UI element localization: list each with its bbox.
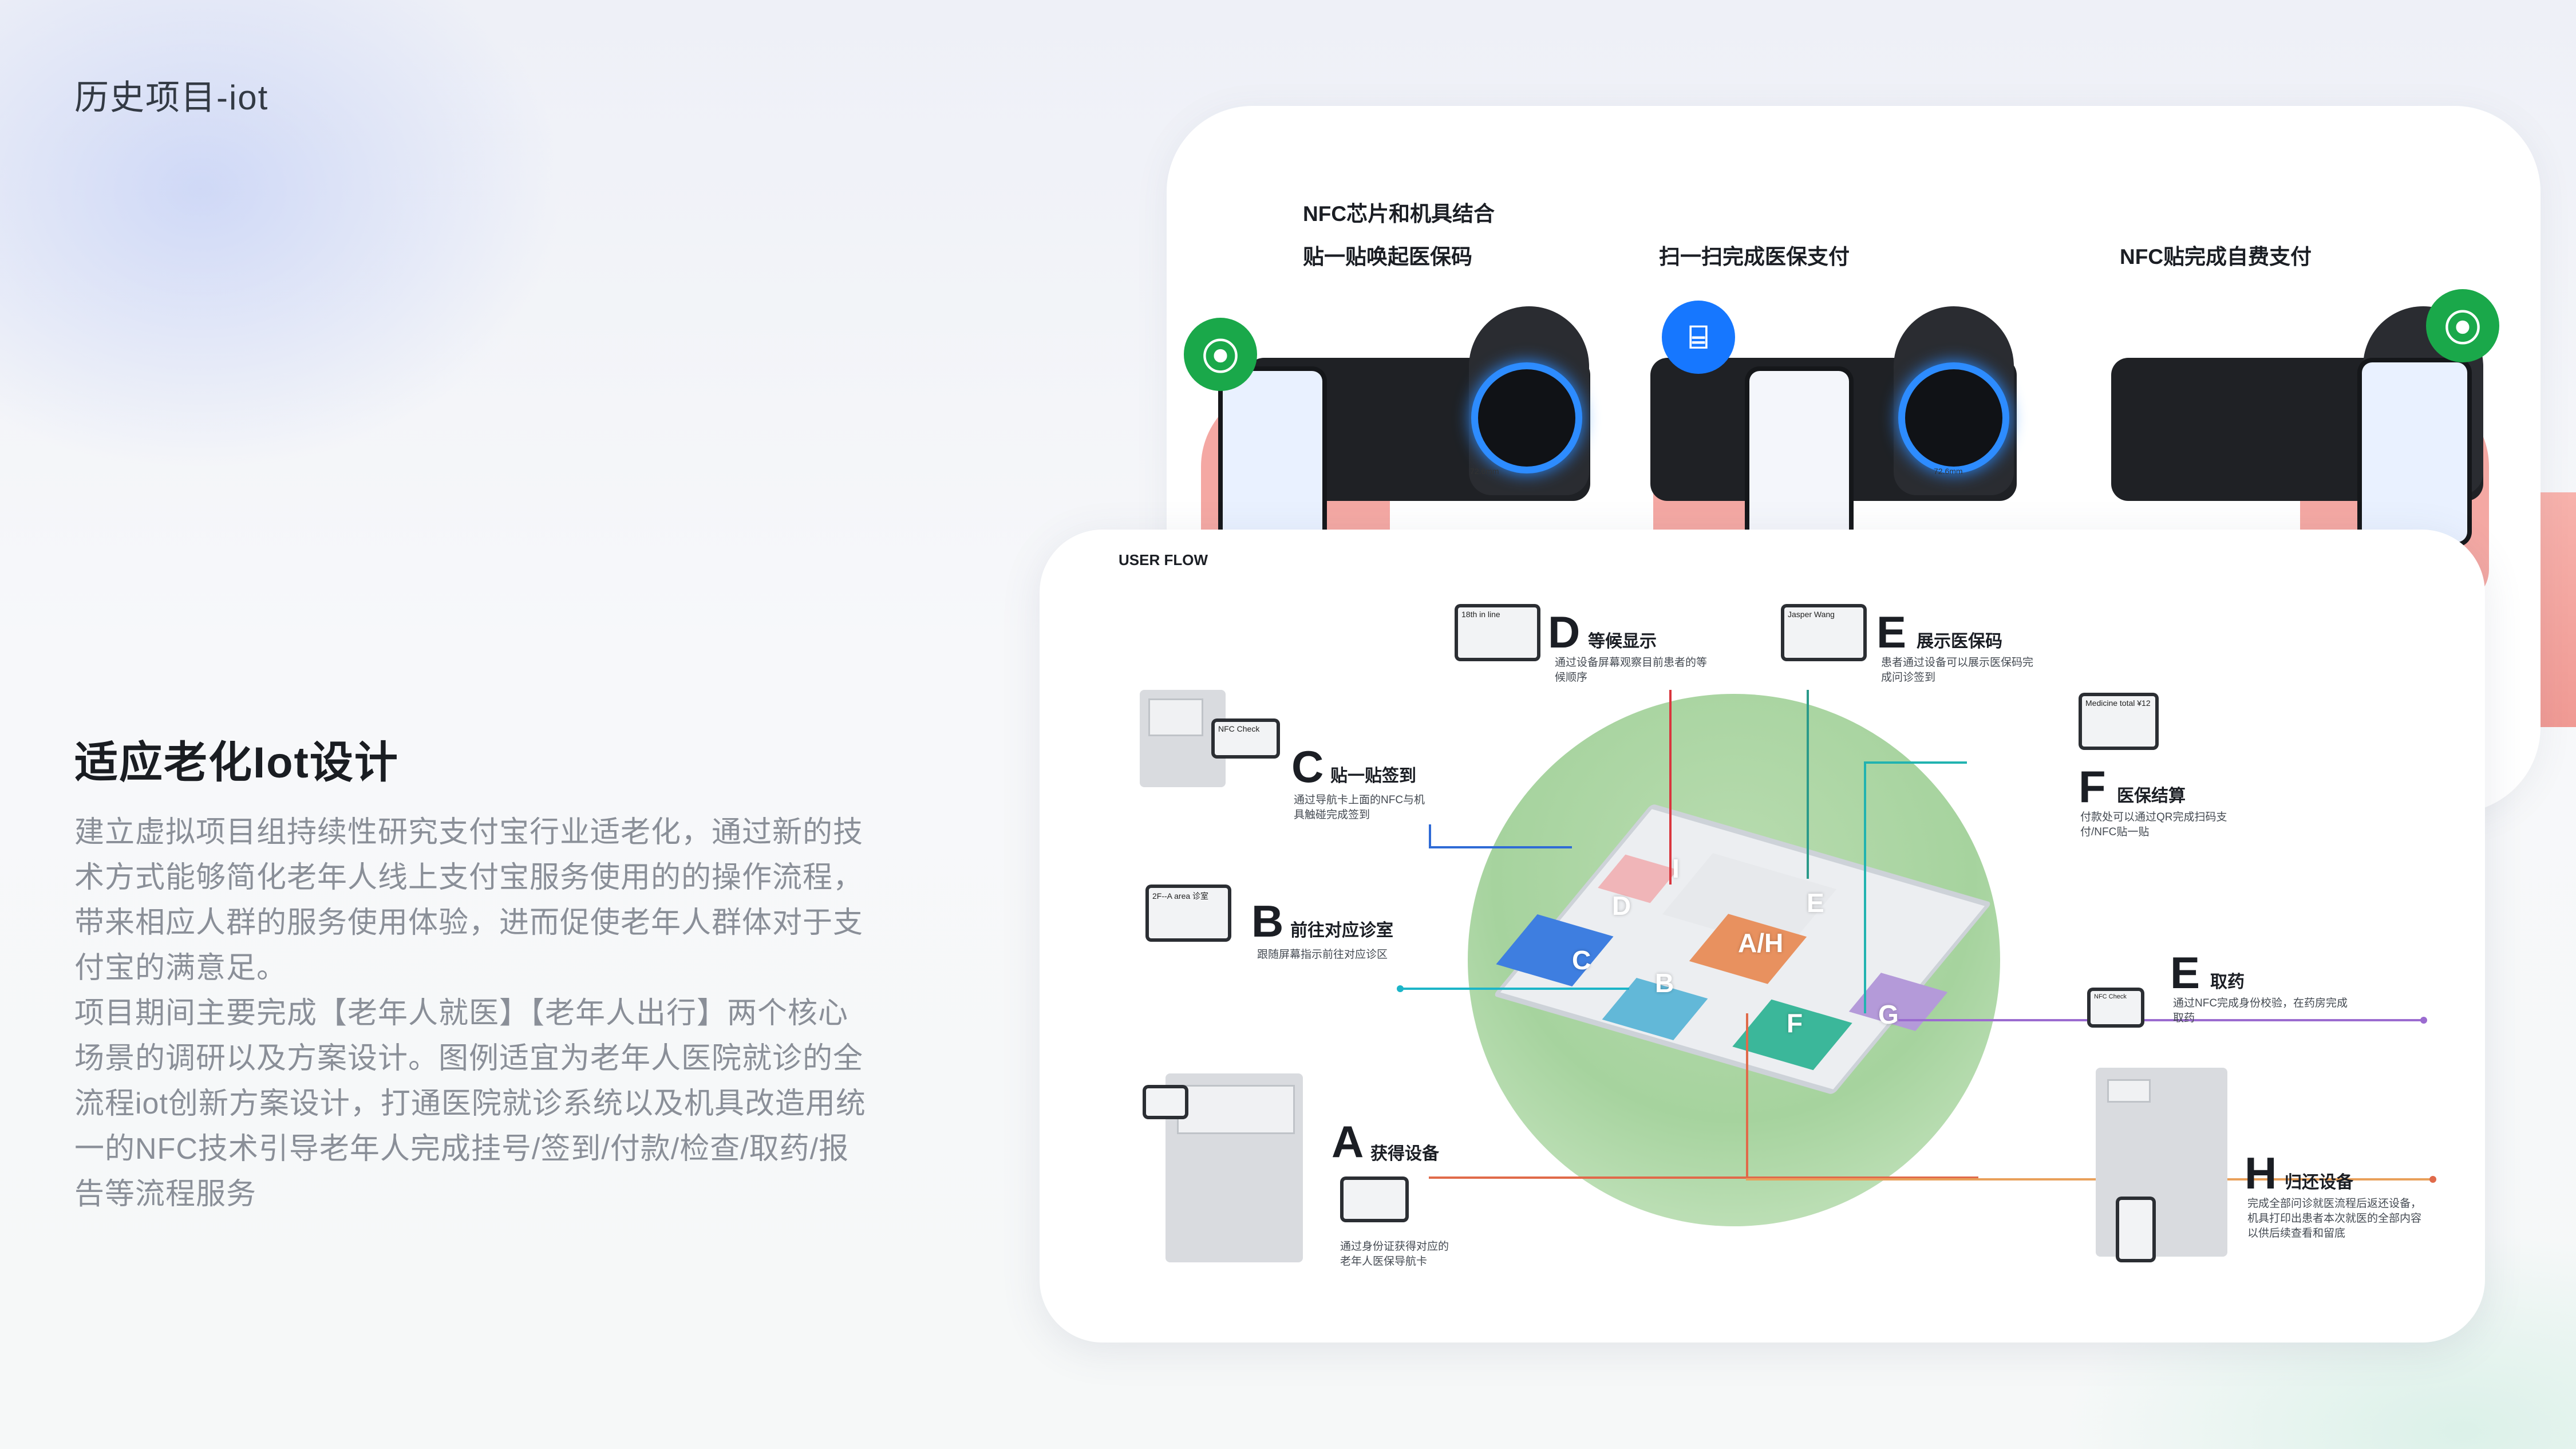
- step-d-title: 等候显示: [1588, 632, 1657, 651]
- step-b-description: 跟随屏幕指示前往对应诊区: [1257, 949, 1388, 961]
- step-c-title: 贴一贴签到: [1330, 767, 1416, 785]
- zone-label-f: F: [1787, 1008, 1803, 1038]
- step-c-description: 通过导航卡上面的NFC与机具触碰完成签到: [1294, 794, 1425, 821]
- step-e2-letter: E: [2170, 947, 2200, 998]
- step-a-letter: A: [1332, 1116, 1364, 1167]
- device-1-nfc-reader: [1471, 362, 1582, 473]
- step-f-description: 付款处可以通过QR完成扫码支付/NFC贴一贴: [2080, 811, 2227, 838]
- description-paragraph-1: 建立虚拟项目组持续性研究支付宝行业适老化，通过新的技术方式能够简化老年人线上支付…: [74, 816, 864, 985]
- device-2-nfc-reader: [1898, 362, 2009, 473]
- step-b-letter: B: [1251, 896, 1284, 946]
- dimension-label-2: 72.6mm: [1934, 467, 1963, 476]
- caption-3-line-2: NFC贴完成自费支付: [2120, 245, 2312, 269]
- connector-line-a-vertical: [1746, 1013, 1748, 1179]
- screen-device-e2: NFC Check: [2087, 988, 2144, 1028]
- screen-device-b: 2F--A area 诊室: [1145, 885, 1231, 942]
- zone-label-i: I: [1672, 854, 1680, 883]
- connector-line-d: [1669, 690, 1672, 885]
- connector-line-a: [1429, 1176, 1978, 1179]
- step-a-title: 获得设备: [1370, 1144, 1439, 1163]
- phone-3: [2357, 358, 2472, 547]
- caption-2-line-2: 扫一扫完成医保支付: [1659, 245, 1850, 269]
- zone-label-e: E: [1807, 888, 1824, 918]
- step-e-letter: E: [1876, 607, 1907, 657]
- connector-dot-g: [2420, 1017, 2427, 1024]
- step-c-letter: C: [1291, 741, 1324, 792]
- step-e2-title: 取药: [2210, 973, 2245, 992]
- kiosk-c: [1140, 690, 1226, 787]
- connector-line-f: [1864, 761, 1967, 764]
- step-h-title: 归还设备: [2285, 1173, 2353, 1192]
- section-title: 适应老化Iot设计: [74, 739, 399, 787]
- phone-1: [1218, 366, 1327, 550]
- screen-device-e: Jasper Wang: [1781, 604, 1867, 661]
- connector-line-c: [1429, 846, 1572, 848]
- screen-d-label: 18th in line: [1461, 610, 1500, 619]
- page-header-label: 历史项目-iot: [74, 78, 269, 117]
- scan-icon: ⌸: [1662, 301, 1735, 374]
- connector-line-c-v: [1429, 824, 1431, 847]
- description-paragraph-2: 项目期间主要完成【老年人就医】【老年人出行】两个核心场景的调研以及方案设计。图例…: [74, 997, 866, 1211]
- connector-line-f-v: [1864, 761, 1866, 1013]
- zone-label-d: D: [1612, 891, 1631, 921]
- connector-dot-h: [2429, 1176, 2436, 1183]
- screen-device-f: Medicine total ¥12: [2079, 693, 2159, 750]
- screen-f-label: Medicine total ¥12: [2085, 698, 2151, 708]
- nfc-icon-2: ⦿: [2426, 289, 2499, 362]
- screen-b-label: 2F--A area 诊室: [1152, 891, 1209, 901]
- zone-label-b: B: [1655, 968, 1674, 998]
- step-d-letter: D: [1548, 607, 1581, 657]
- kiosk-h: [2096, 1068, 2227, 1257]
- step-h-letter: H: [2245, 1148, 2277, 1198]
- screen-e-label: Jasper Wang: [1788, 610, 1835, 619]
- nfc-icon: ⦿: [1184, 318, 1257, 391]
- connector-line-g: [1898, 1019, 2425, 1021]
- step-f-letter: F: [2079, 761, 2106, 812]
- step-f-title: 医保结算: [2117, 787, 2186, 806]
- screen-device-d: 18th in line: [1455, 604, 1540, 661]
- return-card-h: [2116, 1197, 2156, 1262]
- screen-c-label: NFC Check: [1218, 724, 1260, 733]
- step-e-description: 患者通过设备可以展示医保码完成问诊签到: [1881, 657, 2034, 684]
- caption-1-line-2: 贴一贴唤起医保码: [1303, 245, 1472, 269]
- step-e-title: 展示医保码: [1917, 632, 2002, 651]
- connector-line-e: [1807, 690, 1809, 879]
- connector-line-h: [1746, 1178, 2433, 1180]
- caption-1-line-1: NFC芯片和机具结合: [1303, 202, 1495, 226]
- step-e2-description: 通过NFC完成身份校验，在药房完成取药: [2173, 997, 2348, 1024]
- step-h-description: 完成全部问诊就医流程后返还设备，机具打印出患者本次就医的全部内容以供后续查看和留…: [2247, 1198, 2422, 1239]
- zone-label-c: C: [1572, 945, 1591, 975]
- section-description: 建立虚拟项目组持续性研究支付宝行业适老化，通过新的技术方式能够简化老年人线上支付…: [74, 810, 876, 1217]
- step-b-title: 前往对应诊室: [1290, 921, 1393, 940]
- connector-line-b: [1400, 988, 1629, 990]
- card-device-a: [1143, 1085, 1188, 1119]
- dimension-label-1: 72.6mm: [1470, 467, 1499, 476]
- screen-device-c: NFC Check: [1211, 718, 1280, 759]
- connector-dot-b: [1397, 985, 1404, 992]
- zone-label-ah: A/H: [1738, 928, 1784, 958]
- nav-card-a: [1340, 1176, 1409, 1222]
- step-d-description: 通过设备屏幕观察目前患者的等候顺序: [1555, 657, 1708, 684]
- step-a-description: 通过身份证获得对应的老年人医保导航卡: [1340, 1241, 1449, 1268]
- phone-2: [1745, 366, 1854, 550]
- screen-e2-label: NFC Check: [2094, 993, 2127, 1000]
- user-flow-title: USER FLOW: [1119, 551, 1208, 568]
- kiosk-a: [1165, 1073, 1303, 1262]
- user-flow-card: USER FLOW C D I E A/H B F G A 获得设备 通过身份证…: [1040, 530, 2485, 1343]
- zone-label-g: G: [1878, 1000, 1899, 1029]
